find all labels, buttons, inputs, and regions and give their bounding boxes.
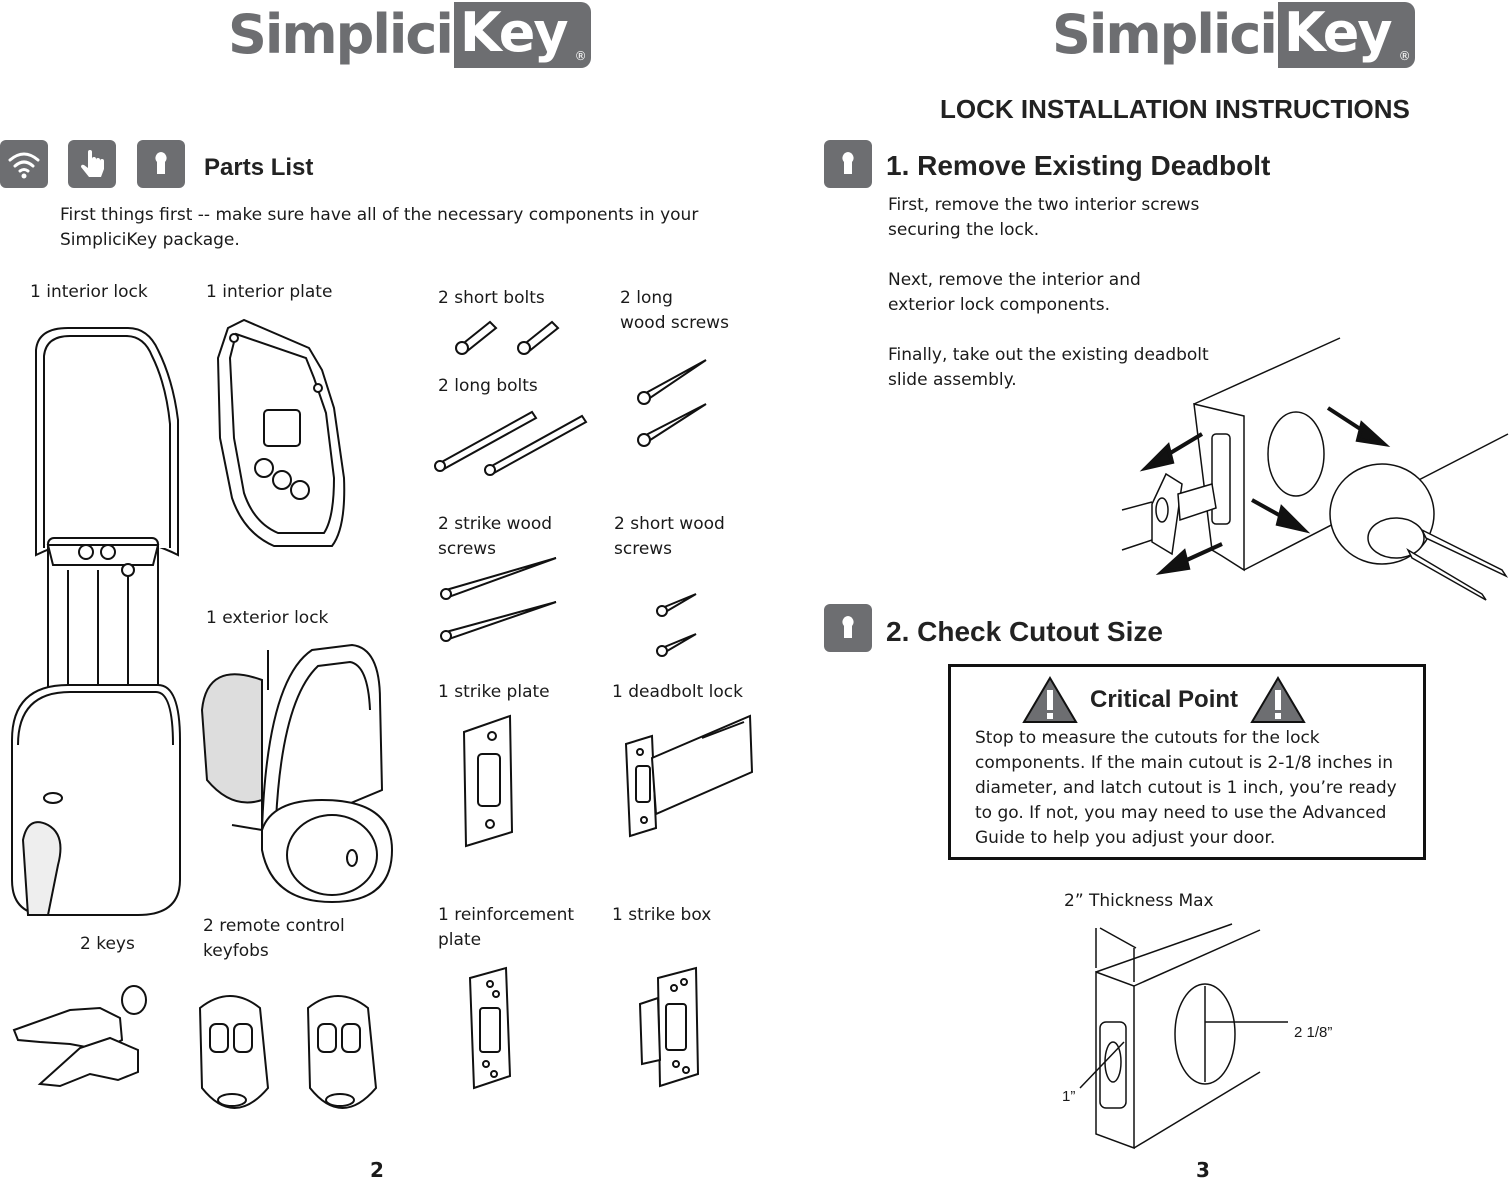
- latch-cutout-label: 1”: [1062, 1088, 1076, 1105]
- label-interior-lock: 1 interior lock: [30, 282, 148, 302]
- step1-p2-line2: exterior lock components.: [888, 295, 1111, 315]
- logo-word-key: Key ®: [453, 1, 591, 68]
- keys-illustration: [10, 980, 150, 1092]
- label-keyfobs-line1: 2 remote control: [203, 916, 345, 936]
- logo-word-key: Key ®: [1277, 1, 1415, 68]
- registered-mark: ®: [574, 49, 587, 63]
- logo-word-simplici: Simplici: [1052, 3, 1278, 66]
- step1-p3-line2: slide assembly.: [888, 370, 1017, 390]
- label-short-wood-screws-line2: screws: [614, 539, 673, 559]
- step1-title: 1. Remove Existing Deadbolt: [886, 150, 1271, 181]
- label-reinforcement-plate-line1: 1 reinforcement: [438, 905, 575, 925]
- label-strike-plate: 1 strike plate: [438, 682, 550, 702]
- parts-list-title: Parts List: [204, 154, 314, 181]
- simplicikey-logo-right: Simplici Key ®: [1052, 2, 1415, 68]
- page-number-right: 3: [1196, 1158, 1210, 1182]
- critical-point-title: Critical Point: [1090, 686, 1239, 713]
- strike-plate-illustration: [460, 712, 520, 850]
- page-heading: LOCK INSTALLATION INSTRUCTIONS: [940, 94, 1410, 124]
- touch-icon: [68, 140, 116, 188]
- thickness-label: 2” Thickness Max: [1064, 891, 1214, 911]
- reinforcement-plate-illustration: [466, 964, 514, 1092]
- label-keys: 2 keys: [80, 934, 135, 954]
- keyfobs-illustration: [190, 988, 386, 1118]
- label-long-bolts: 2 long bolts: [438, 376, 538, 396]
- remove-deadbolt-illustration: [1112, 334, 1509, 610]
- exterior-lock-illustration: [202, 640, 398, 910]
- logo-key-text: Key: [459, 1, 569, 64]
- critical-point-box: [948, 664, 1426, 860]
- registered-mark: ®: [1398, 49, 1411, 63]
- label-short-wood-screws-line1: 2 short wood: [614, 514, 725, 534]
- interior-lock-illustration: [8, 320, 188, 925]
- step1-p2-line1: Next, remove the interior and: [888, 270, 1141, 290]
- label-reinforcement-plate-line2: plate: [438, 930, 482, 950]
- label-short-bolts: 2 short bolts: [438, 288, 545, 308]
- interior-plate-illustration: [214, 318, 350, 550]
- wifi-icon: [0, 140, 48, 188]
- strike-wood-screws-illustration: [438, 556, 562, 646]
- step1-p1-line1: First, remove the two interior screws: [888, 195, 1200, 215]
- short-bolts-illustration: [450, 312, 560, 356]
- long-wood-screws-illustration: [636, 356, 712, 450]
- logo-word-simplici: Simplici: [228, 3, 454, 66]
- label-strike-box: 1 strike box: [612, 905, 712, 925]
- critical-point-text: Stop to measure the cutouts for the lock…: [975, 728, 1397, 848]
- cutout-size-diagram: [1060, 912, 1350, 1152]
- logo-key-text: Key: [1283, 1, 1393, 64]
- step2-title: 2. Check Cutout Size: [886, 616, 1163, 647]
- label-long-wood-screws-line2: wood screws: [620, 313, 729, 333]
- label-deadbolt-lock: 1 deadbolt lock: [612, 682, 743, 702]
- keyhole-icon: [824, 140, 872, 188]
- label-strike-wood-screws-line2: screws: [438, 539, 497, 559]
- step1-p1-line2: securing the lock.: [888, 220, 1040, 240]
- warning-icon: [1248, 674, 1308, 726]
- label-exterior-lock: 1 exterior lock: [206, 608, 329, 628]
- warning-icon: [1020, 674, 1080, 726]
- main-cutout-label: 2 1/8”: [1294, 1024, 1333, 1041]
- step1-p3-line1: Finally, take out the existing deadbolt: [888, 345, 1209, 365]
- simplicikey-logo-left: Simplici Key ®: [228, 2, 591, 68]
- parts-list-intro: First things first -- make sure have all…: [60, 205, 699, 250]
- deadbolt-lock-illustration: [622, 708, 758, 840]
- long-bolts-illustration: [432, 408, 592, 478]
- label-long-wood-screws-line1: 2 long: [620, 288, 673, 308]
- strike-box-illustration: [636, 964, 702, 1090]
- label-keyfobs-line2: keyfobs: [203, 941, 269, 961]
- label-interior-plate: 1 interior plate: [206, 282, 333, 302]
- keyhole-icon: [824, 604, 872, 652]
- label-strike-wood-screws-line1: 2 strike wood: [438, 514, 553, 534]
- page-number-left: 2: [370, 1158, 384, 1182]
- short-wood-screws-illustration: [654, 590, 700, 660]
- keyhole-icon: [137, 140, 185, 188]
